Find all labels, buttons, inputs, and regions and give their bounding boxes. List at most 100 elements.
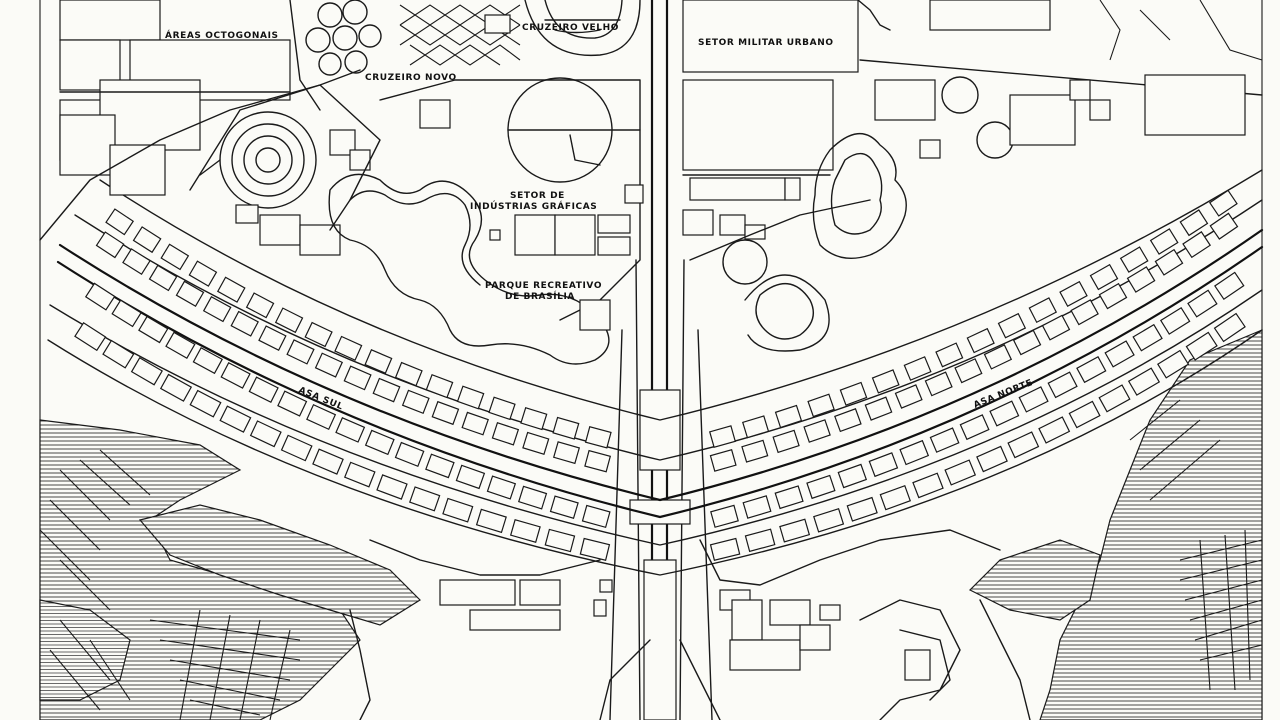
superquadra-block <box>455 464 486 490</box>
superquadra-block <box>364 429 395 456</box>
superquadra-block <box>216 276 246 303</box>
superquadra-block <box>772 429 800 454</box>
superquadra-block <box>130 357 163 386</box>
superquadra-block <box>1157 349 1190 379</box>
superquadra-block <box>1149 228 1179 255</box>
superquadra-block <box>1154 248 1184 276</box>
superquadra-block <box>1179 209 1209 237</box>
superquadra-block <box>552 416 580 440</box>
superquadra-block <box>779 518 811 543</box>
superquadra-block <box>456 385 485 410</box>
superquadra-block <box>219 405 252 433</box>
superquadra-block <box>1012 329 1042 356</box>
superquadra-block <box>248 376 279 404</box>
superquadra-block <box>165 331 196 360</box>
superquadra-block <box>1159 306 1191 335</box>
superquadra-block <box>335 417 366 443</box>
superquadra-block <box>1059 280 1088 307</box>
superquadra-block <box>401 389 430 415</box>
superquadra-block <box>579 537 611 561</box>
superquadra-block <box>188 260 218 287</box>
superquadra-block <box>806 474 836 500</box>
eixo-monumental <box>609 0 713 720</box>
superquadra-block <box>871 369 900 394</box>
superquadra-block <box>929 427 960 453</box>
northeast-sector <box>682 0 1263 352</box>
superquadra-block <box>364 349 393 374</box>
superquadra-block <box>741 439 769 463</box>
superquadra-block <box>1104 340 1135 368</box>
superquadra-block <box>1214 271 1245 300</box>
superquadra-block <box>138 315 169 344</box>
superquadra-block <box>220 361 251 389</box>
superquadra-block <box>394 361 423 387</box>
superquadra-block <box>189 389 222 418</box>
superquadra-block <box>774 404 803 429</box>
superquadra-block <box>334 335 363 361</box>
superquadra-block <box>491 422 520 446</box>
superquadra-block <box>983 344 1013 370</box>
label-setor-industrias-line1: SETOR DE <box>510 191 565 201</box>
superquadra-block <box>997 312 1027 339</box>
superquadra-block <box>1076 356 1107 384</box>
superquadra-block <box>132 226 162 254</box>
lake-south-inner <box>138 504 421 626</box>
eixo-rodoviario <box>47 169 1264 576</box>
superquadra-block <box>1007 431 1040 459</box>
superquadra-block <box>744 528 776 553</box>
superquadra-block <box>509 518 541 544</box>
superquadra-block <box>520 406 548 431</box>
superquadra-block <box>989 400 1020 427</box>
superquadra-block <box>1127 367 1161 396</box>
superquadra-block <box>1185 331 1218 361</box>
superquadra-block <box>894 384 923 409</box>
superquadra-block <box>274 307 304 334</box>
label-cruzeiro-velho: CRUZEIRO VELHO <box>522 23 619 33</box>
superquadra-block <box>1209 212 1239 240</box>
central-west-sector <box>328 77 644 365</box>
superquadra-block <box>584 449 612 473</box>
superquadra-block <box>102 339 135 369</box>
superquadra-block <box>245 292 275 319</box>
northwest-sector <box>39 0 641 256</box>
superquadra-block <box>442 497 474 523</box>
superquadra-block <box>742 495 772 519</box>
superquadra-block <box>105 208 135 236</box>
superquadra-block <box>899 439 930 466</box>
superquadra-block <box>258 325 287 351</box>
superquadras <box>74 189 1246 562</box>
superquadra-block <box>95 231 125 259</box>
superquadra-block <box>549 495 579 520</box>
superquadra-block <box>1119 246 1149 273</box>
superquadra-block <box>376 474 408 500</box>
superquadra-block <box>192 347 223 375</box>
superquadra-block <box>175 280 205 308</box>
superquadra-block <box>394 441 425 468</box>
superquadra-block <box>837 463 868 489</box>
superquadra-block <box>202 295 232 323</box>
east-town-grid <box>1129 399 1263 691</box>
superquadra-block <box>966 327 995 354</box>
superquadra-block <box>954 358 983 384</box>
spiral-roundabout <box>199 111 317 209</box>
superquadra-block <box>709 448 737 472</box>
superquadra-block <box>160 243 190 271</box>
superquadra-block <box>409 486 441 512</box>
label-parque-line1: PARQUE RECREATIVO <box>485 281 602 291</box>
superquadra-block <box>1070 299 1099 326</box>
superquadra-block <box>431 400 460 426</box>
superquadra-block <box>249 420 282 448</box>
superquadra-block <box>425 453 455 479</box>
superquadra-block <box>903 356 932 381</box>
superquadra-block <box>343 365 372 391</box>
superquadra-block <box>879 484 912 511</box>
superquadra-block <box>584 425 612 449</box>
superquadra-block <box>159 373 193 402</box>
superquadra-block <box>122 248 151 276</box>
superquadra-block <box>912 472 944 499</box>
superquadra-block <box>846 496 878 522</box>
superquadra-block <box>944 459 977 486</box>
superquadra-block <box>709 537 741 562</box>
superquadra-block <box>864 396 893 421</box>
